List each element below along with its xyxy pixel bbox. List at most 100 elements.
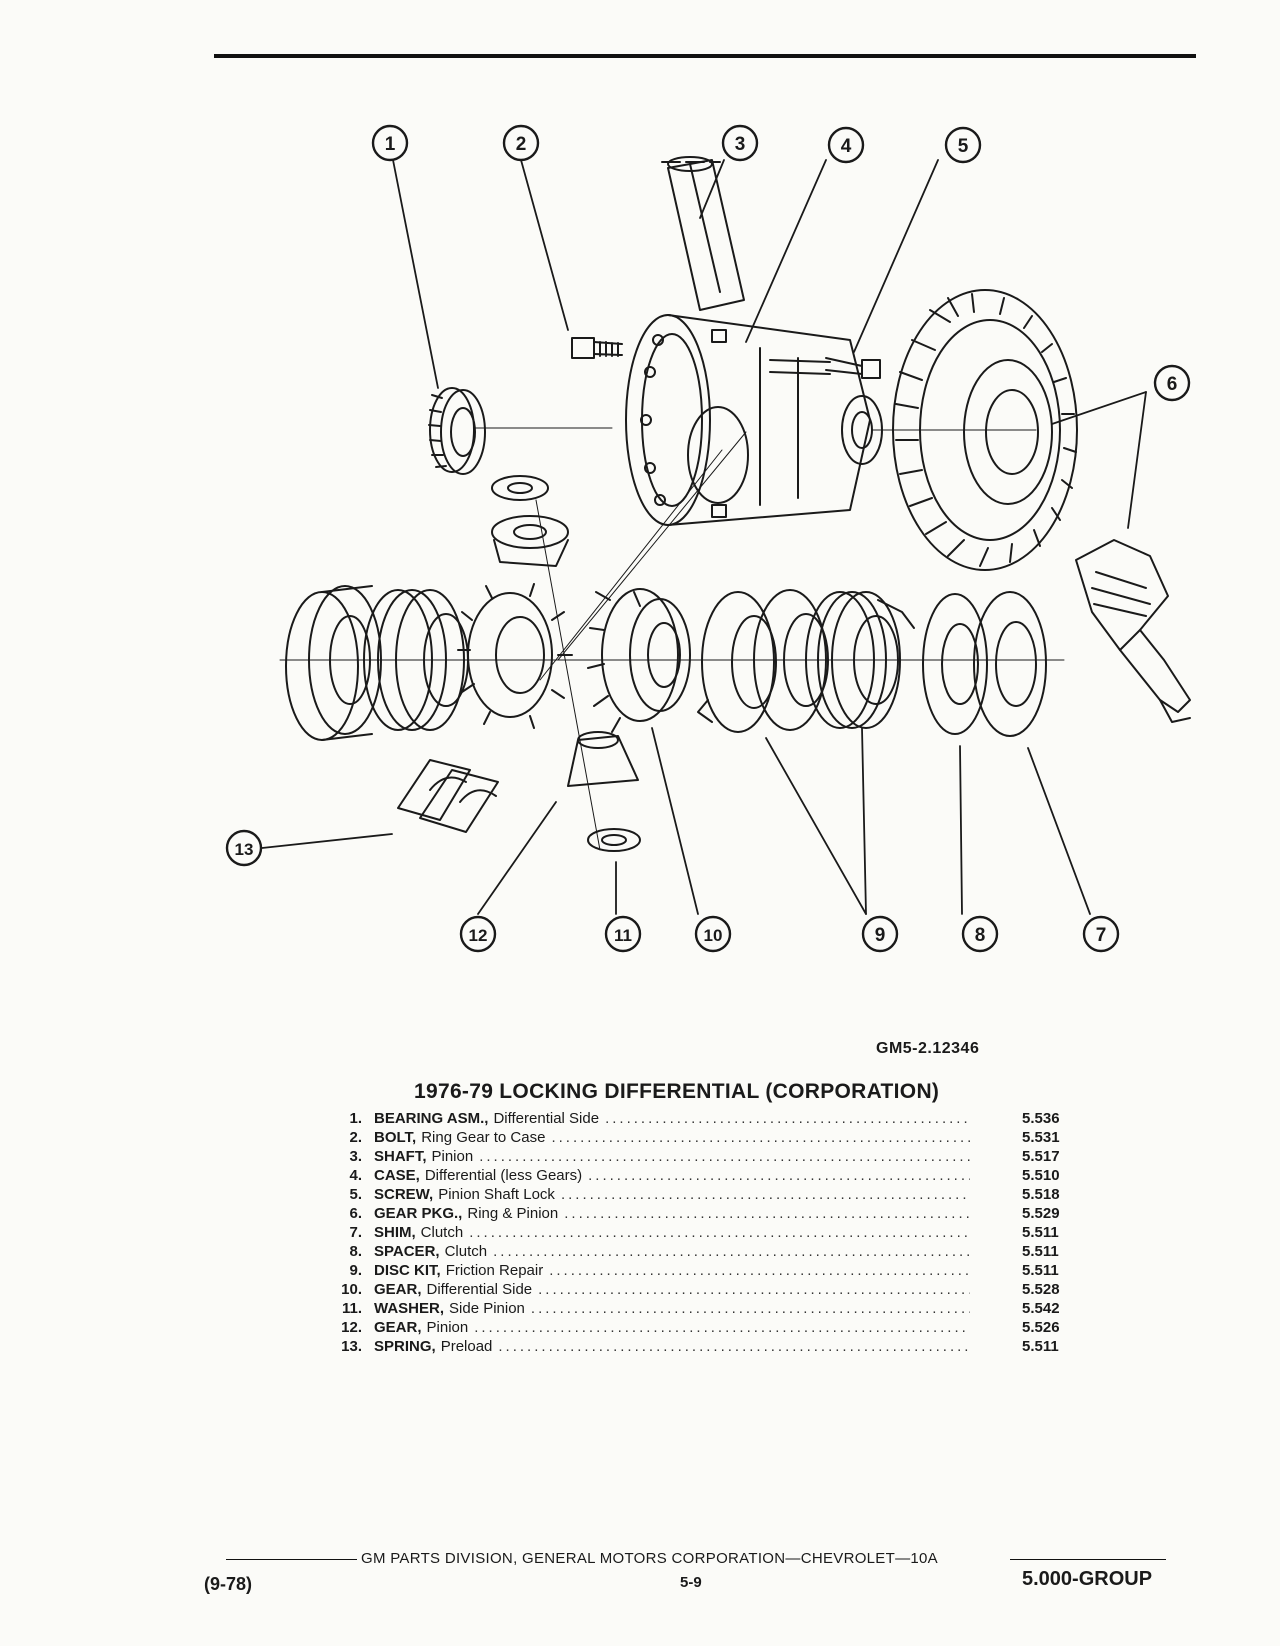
callout-label: 11 [614,926,632,945]
part-description: Ring & Pinion [467,1205,559,1222]
callout-12 [459,915,497,953]
ring-gear-bolt-part [571,337,623,359]
part-name: GEAR PKG., [374,1205,463,1222]
callout-label: 10 [704,926,723,945]
callout-label: 8 [975,925,986,946]
differential-case-part [625,314,883,526]
exploded-view-diagram: 1 2 3 4 5 6 7 8 9 10 11 12 13 [225,124,1191,953]
part-description: Differential Side [426,1281,533,1298]
part-number: 2. [349,1129,362,1146]
part-description: Clutch [420,1224,464,1241]
part-group-number: 5.531 [1022,1129,1060,1146]
part-number: 11. [341,1300,362,1317]
part-name: DISC KIT, [374,1262,441,1279]
callout-label: 3 [735,134,746,155]
part-number: 3. [349,1148,362,1165]
leader-dots: ........................................… [564,1205,971,1222]
part-number: 12. [341,1319,362,1336]
parts-list-row: 5.SCREW,Pinion Shaft Lock...............… [326,1186,1086,1205]
callout-7 [1082,915,1120,953]
part-description: Differential (less Gears) [424,1167,583,1184]
parts-list-row: 9.DISC KIT,Friction Repair..............… [326,1262,1086,1281]
part-name: WASHER, [374,1300,445,1317]
callout-label: 13 [235,840,254,859]
side-gear-left-part [457,583,573,729]
part-description: Side Pinion [449,1300,525,1317]
footer-rule-left [226,1559,357,1560]
part-name: SHIM, [374,1224,416,1241]
callout-5 [944,126,982,164]
parts-list-title: 1976-79 LOCKING DIFFERENTIAL (CORPORATIO… [414,1080,940,1103]
leader-dots: ........................................… [560,1186,970,1203]
part-name: GEAR, [374,1319,422,1336]
footer-group: 5.000-GROUP [1022,1568,1153,1590]
leader-dots: ........................................… [605,1110,971,1127]
part-name: SCREW, [374,1186,434,1203]
parts-list-row: 3.SHAFT,Pinion..........................… [326,1148,1086,1167]
callout-9 [861,915,899,953]
callout-label: 6 [1167,374,1178,395]
parts-list-row: 6. GEAR PKG.,Ring & Pinion...............… [326,1205,1086,1224]
header-rule [214,54,1196,58]
part-description: Ring Gear to Case [421,1129,546,1146]
callout-11 [604,915,642,953]
part-description: Pinion Shaft Lock [438,1186,555,1203]
leader-dots: ........................................… [538,1281,970,1298]
parts-list-row: 1. BEARING ASM.,Differential Side........… [326,1110,1086,1129]
part-group-number: 5.526 [1022,1319,1060,1336]
part-number: 13. [341,1338,362,1355]
callout-label: 12 [469,926,488,945]
callout-label: 4 [841,136,852,157]
part-group-number: 5.542 [1022,1300,1060,1317]
leader-dots: ........................................… [479,1148,970,1165]
part-name: BOLT, [374,1129,417,1146]
part-group-number: 5.517 [1022,1148,1060,1165]
callout-label: 1 [385,134,396,155]
part-description: Clutch [444,1243,488,1260]
figure-code: GM5-2.12346 [876,1040,980,1057]
part-name: BEARING ASM., [374,1110,489,1127]
leader-dots: ........................................… [588,1167,970,1184]
part-group-number: 5.511 [1022,1338,1059,1355]
friction-disc-kit-part [697,589,915,733]
callout-6 [1153,364,1191,402]
parts-list-row: 12.GEAR,Pinion..........................… [326,1319,1086,1338]
parts-list-row: 7.SHIM,Clutch...........................… [326,1224,1086,1243]
parts-list-row: 8. SPACER,Clutch.........................… [326,1243,1086,1262]
leader-dots: ........................................… [469,1224,970,1241]
clutch-shim-part [973,591,1047,737]
drive-pinion-part [1075,539,1191,723]
part-number: 8. [349,1243,362,1260]
footer-page-number: 5-9 [680,1574,702,1591]
part-name: SPACER, [374,1243,440,1260]
pinion-gear-lower-part [567,731,641,852]
callout-label: 7 [1096,925,1107,946]
parts-list-row: 10.GEAR,Differential Side...............… [326,1281,1086,1300]
parts-list-row: 13.SPRING,Preload.......................… [326,1338,1086,1357]
part-name: SPRING, [374,1338,436,1355]
part-name: SHAFT, [374,1148,427,1165]
leader-dots: ........................................… [493,1243,971,1260]
parts-list-row: 11.WASHER,Side Pinion...................… [326,1300,1086,1319]
part-description: Friction Repair [445,1262,544,1279]
callout-13 [225,829,263,867]
part-group-number: 5.536 [1022,1110,1060,1127]
pinion-shaft-lock-screw-part [825,357,881,379]
part-number: 1. [349,1110,362,1127]
bearing-assembly-part [428,387,486,475]
callout-label: 5 [958,136,969,157]
differential-side-gear-part [587,588,691,733]
part-group-number: 5.518 [1022,1186,1060,1203]
callout-4 [827,126,865,164]
pinion-shaft-part [661,156,745,311]
part-group-number: 5.511 [1022,1224,1059,1241]
callout-10 [694,915,732,953]
part-group-number: 5.529 [1022,1205,1060,1222]
parts-list-row: 2.BOLT,Ring Gear to Case................… [326,1129,1086,1148]
part-number: 6. [349,1205,362,1222]
part-name: CASE, [374,1167,420,1184]
parts-list-row: 4.CASE,Differential (less Gears)........… [326,1167,1086,1186]
footer-rule-right [1010,1559,1166,1560]
part-group-number: 5.528 [1022,1281,1060,1298]
part-description: Differential Side [493,1110,600,1127]
